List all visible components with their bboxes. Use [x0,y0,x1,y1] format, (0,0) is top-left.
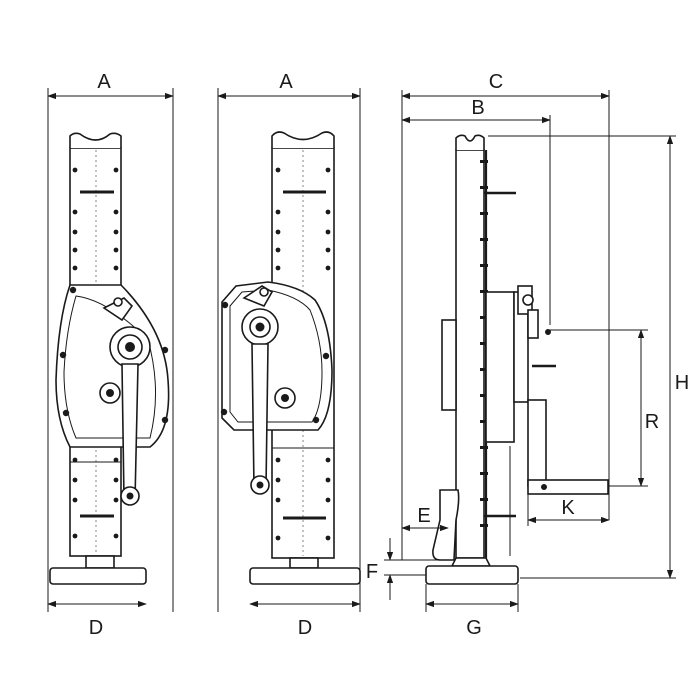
label-k: K [561,497,575,519]
label-b: B [471,97,484,119]
label-f: F [366,561,378,583]
dimension-lines [47,92,676,612]
label-a-1: A [97,71,111,93]
jack-side-view [401,90,610,585]
label-h: H [675,372,689,394]
label-r: R [645,411,659,433]
label-d-2: D [298,617,312,639]
label-d-1: D [89,617,103,639]
jack-front-view-1 [47,88,174,612]
label-g: G [466,617,482,639]
jack-front-view-2 [217,88,361,612]
label-e: E [417,505,430,527]
label-a-2: A [279,71,293,93]
label-c: C [489,71,503,93]
